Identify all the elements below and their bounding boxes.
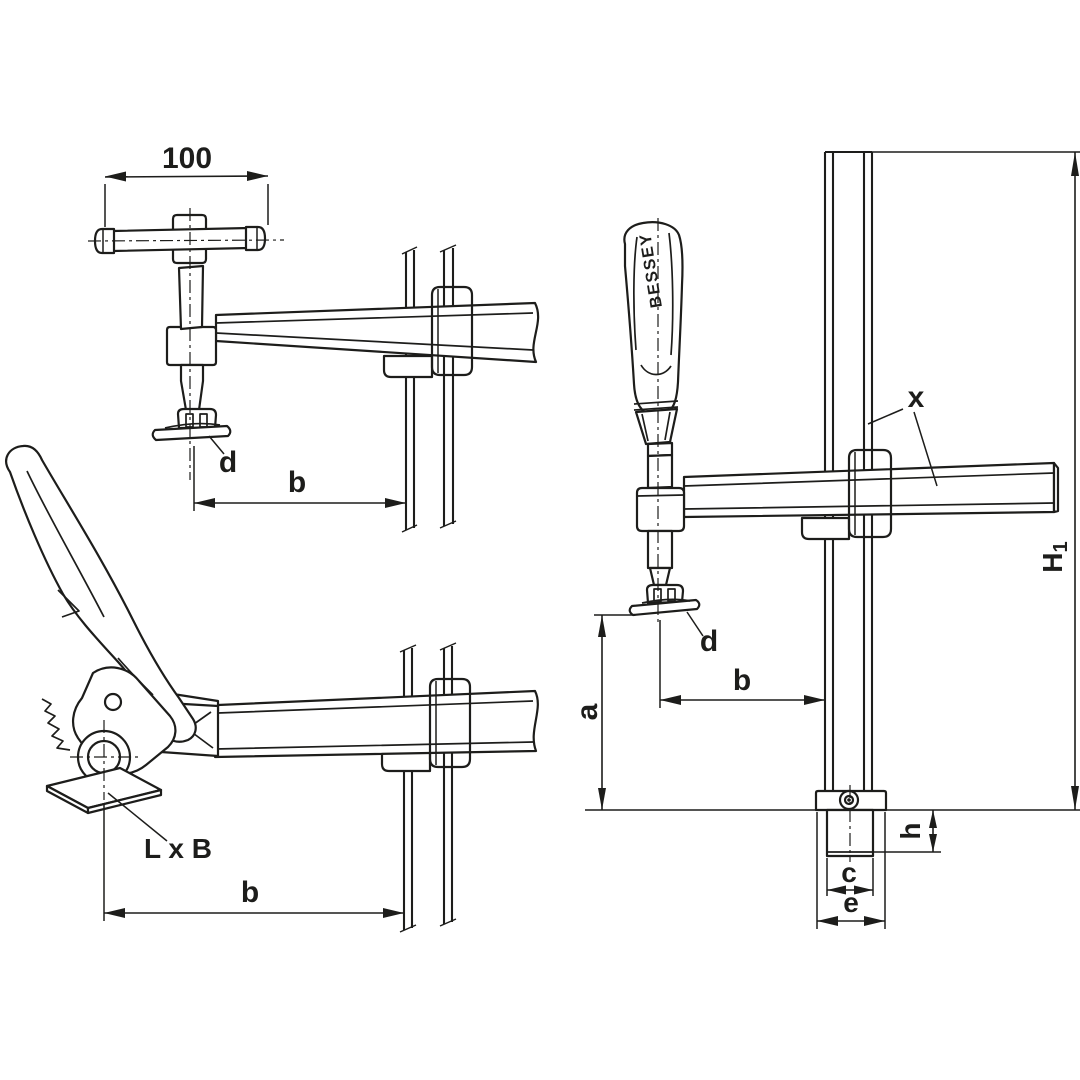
clamp-arm-3 — [682, 461, 1060, 519]
view-handle-clamp: BESSEY — [571, 150, 1080, 929]
dim-a: a — [571, 615, 606, 810]
dim-label-100: 100 — [162, 142, 212, 175]
view-lever-clamp: L x B b — [5, 444, 539, 933]
dim-b-top: b — [193, 446, 406, 511]
spindle-lower-and-pad — [151, 363, 232, 442]
mounting-adapter — [814, 789, 888, 858]
support-ledge-2 — [380, 749, 432, 773]
dim-label-c: c — [841, 857, 857, 888]
dim-d-right: d — [686, 611, 718, 658]
rail-profile — [401, 244, 457, 533]
tommy-bar-centerline — [87, 239, 285, 242]
dim-label-x: x — [908, 381, 925, 414]
pressure-pad-disc — [151, 424, 232, 442]
spindle-shaft-upper — [177, 264, 205, 331]
ratchet-teeth — [41, 698, 71, 751]
rail-profile-2 — [399, 642, 457, 933]
dim-c: c — [826, 857, 874, 896]
view-spindle-clamp: 100 d b — [87, 142, 540, 533]
dim-100: 100 — [104, 142, 269, 227]
dim-label-d-right: d — [700, 625, 718, 658]
dim-label-h: h — [895, 822, 926, 839]
clamp-arm-2 — [213, 689, 539, 759]
lever-handle — [5, 444, 197, 743]
dim-e: e — [816, 812, 886, 929]
clamp-arm — [214, 301, 540, 364]
dim-d-top: d — [208, 435, 237, 479]
sliding-bracket-2 — [428, 677, 472, 769]
dim-label-b-top: b — [288, 466, 306, 499]
spindle-housing — [165, 325, 218, 367]
spindle-assembly — [594, 407, 701, 617]
pressure-pad-disc-3 — [628, 598, 701, 617]
dim-b-right: b — [659, 620, 825, 708]
tommy-bar — [93, 225, 267, 255]
dim-label-h1: H1 — [1037, 541, 1072, 572]
dim-label-b-right: b — [733, 664, 751, 697]
dim-x: x — [867, 381, 938, 487]
dim-lxb: L x B — [107, 792, 212, 864]
dim-label-lxb: L x B — [144, 833, 212, 864]
dim-h: h — [873, 810, 941, 853]
dim-b-bottom: b — [103, 803, 404, 921]
support-ledge — [382, 354, 434, 379]
support-ledge-3 — [800, 516, 851, 541]
sliding-bracket-3 — [847, 448, 893, 539]
dim-h1: H1 — [1037, 152, 1079, 810]
dim-label-b-bottom: b — [241, 876, 259, 909]
clamp-handle: BESSEY — [623, 221, 684, 415]
dim-label-a: a — [571, 703, 604, 720]
dim-label-d-top: d — [219, 446, 237, 479]
spindle-sleeve — [635, 486, 686, 533]
boss-centerlines — [70, 720, 140, 800]
sliding-bracket — [430, 285, 474, 377]
pivot-hole — [103, 692, 123, 712]
dim-label-e: e — [843, 887, 859, 918]
